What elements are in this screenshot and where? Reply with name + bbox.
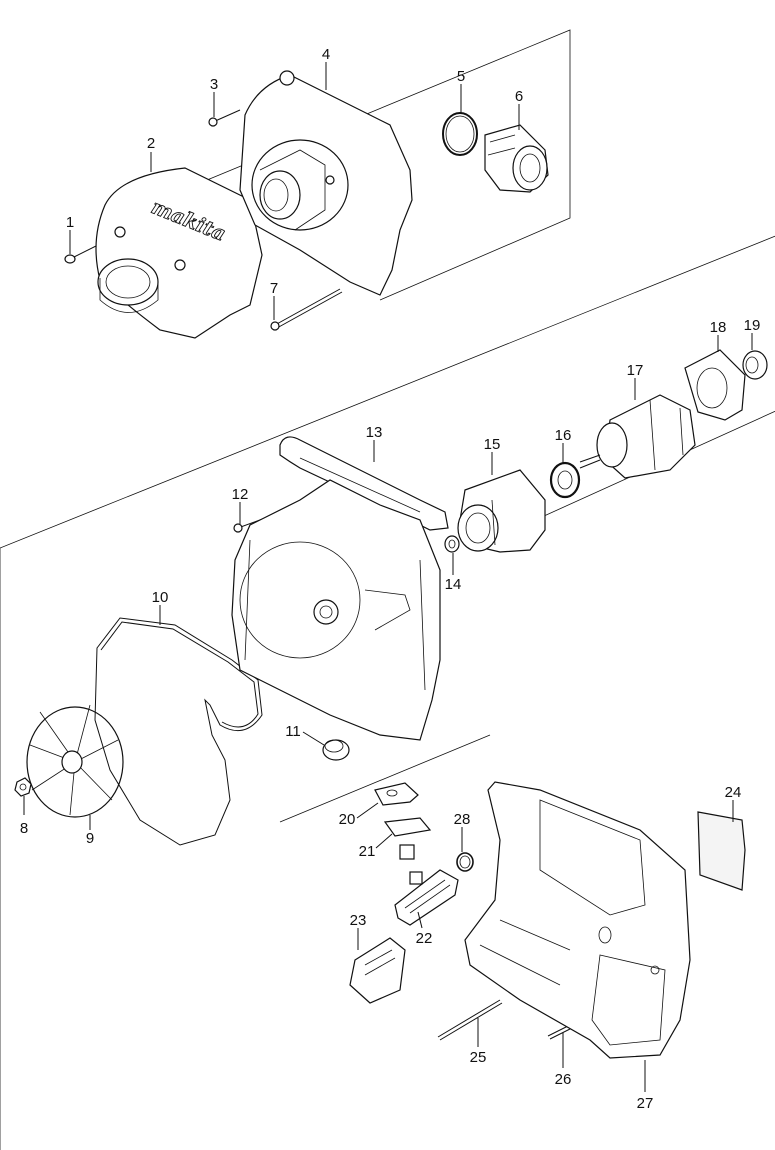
part-8-nut[interactable] (14, 777, 32, 797)
callout-4: 4 (322, 46, 330, 63)
part-4-fan-housing-cover[interactable] (239, 70, 413, 296)
callout-12: 12 (232, 486, 249, 503)
part-11-grommet[interactable] (322, 739, 350, 761)
part-22-controller[interactable] (394, 869, 459, 926)
callout-23: 23 (350, 912, 367, 929)
part-5-o-ring[interactable] (442, 112, 478, 156)
callout-1: 1 (66, 214, 74, 231)
part-20-switch-cover[interactable] (374, 782, 419, 806)
callout-26: 26 (555, 1071, 572, 1088)
callout-10: 10 (152, 589, 169, 606)
callout-20: 20 (339, 811, 356, 828)
part-9-fan-impeller[interactable] (26, 704, 124, 818)
part-10-gasket[interactable] (94, 617, 263, 846)
part-6-nozzle-adapter[interactable] (484, 124, 549, 193)
callout-18: 18 (710, 319, 727, 336)
part-17-motor[interactable] (579, 394, 696, 479)
group-frame-top (194, 29, 571, 301)
callout-15: 15 (484, 436, 501, 453)
part-7-long-screw[interactable] (270, 288, 343, 331)
callout-27: 27 (637, 1095, 654, 1112)
callout-14: 14 (445, 576, 462, 593)
callout-3: 3 (210, 76, 218, 93)
part-14-washer[interactable] (444, 535, 460, 553)
part-21-switch[interactable] (383, 817, 432, 860)
part-24-label-plate[interactable] (697, 811, 746, 891)
callout-28: 28 (454, 811, 471, 828)
callout-17: 17 (627, 362, 644, 379)
part-16-ball-bearing[interactable] (549, 461, 581, 499)
part-27-battery-housing[interactable] (464, 781, 691, 1059)
part-28-o-ring[interactable] (456, 852, 474, 872)
part-2-front-cover[interactable]: makita (95, 167, 263, 339)
part-19-bearing[interactable] (742, 350, 768, 380)
group-frame-bottom (279, 734, 491, 823)
callout-24: 24 (725, 784, 742, 801)
part-3-screw[interactable] (208, 109, 241, 127)
part-25-pin[interactable] (437, 999, 503, 1041)
callout-9: 9 (86, 830, 94, 847)
callout-2: 2 (147, 135, 155, 152)
callout-8: 8 (20, 820, 28, 837)
callout-19: 19 (744, 317, 761, 334)
callout-6: 6 (515, 88, 523, 105)
callout-5: 5 (457, 68, 465, 85)
callout-21: 21 (359, 843, 376, 860)
part-13-main-housing[interactable] (231, 436, 449, 741)
part-15-motor-bracket[interactable] (457, 469, 546, 553)
callout-22: 22 (416, 930, 433, 947)
part-23-circuit-board[interactable] (349, 937, 406, 1004)
part-18-end-bracket[interactable] (684, 349, 746, 421)
callout-13: 13 (366, 424, 383, 441)
callout-16: 16 (555, 427, 572, 444)
leader-lines (23, 62, 753, 1092)
callout-11: 11 (285, 723, 301, 740)
callout-7: 7 (270, 280, 278, 297)
callout-25: 25 (470, 1049, 487, 1066)
